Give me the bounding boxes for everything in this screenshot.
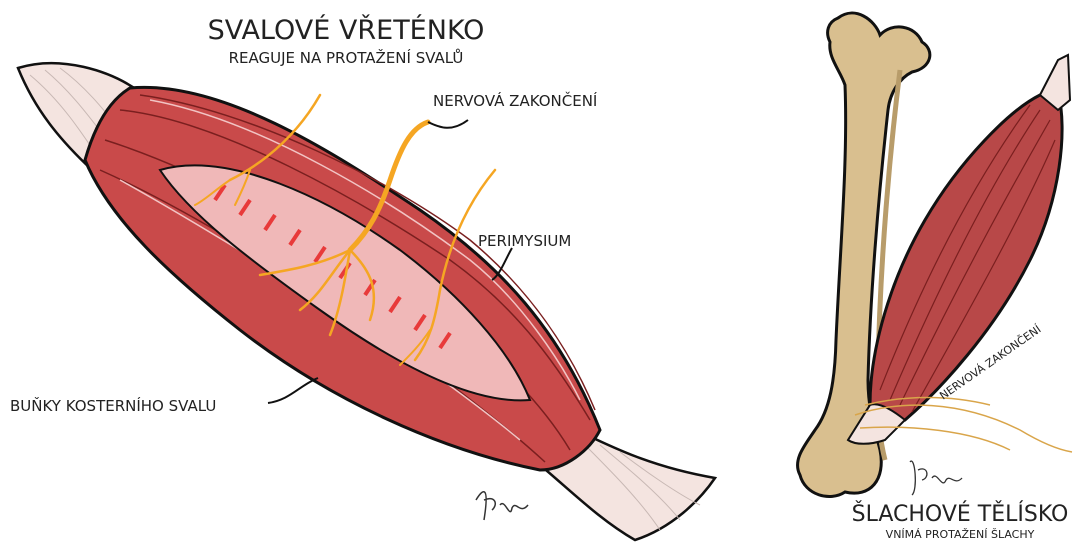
signature-right	[910, 461, 962, 495]
spindle-title: SVALOVÉ VŘETÉNKO	[208, 14, 485, 46]
signature-left	[476, 492, 528, 520]
spindle-nerve-endings-label: NERVOVÁ ZAKONČENÍ	[433, 91, 597, 110]
perimysium-label: PERIMYSIUM	[478, 232, 571, 250]
tendon-organ-title: ŠLACHOVÉ TĚLÍSKO	[852, 501, 1069, 527]
skeletal-muscle-cells-label: BUŇKY KOSTERNÍHO SVALU	[10, 396, 216, 415]
muscle-spindle-illustration	[18, 63, 715, 540]
tendon-organ-subtitle: VNÍMÁ PROTAŽENÍ ŠLACHY	[886, 528, 1035, 541]
tendon-organ-illustration	[798, 13, 1072, 496]
spindle-subtitle: REAGUJE NA PROTAŽENÍ SVALŮ	[229, 48, 464, 67]
